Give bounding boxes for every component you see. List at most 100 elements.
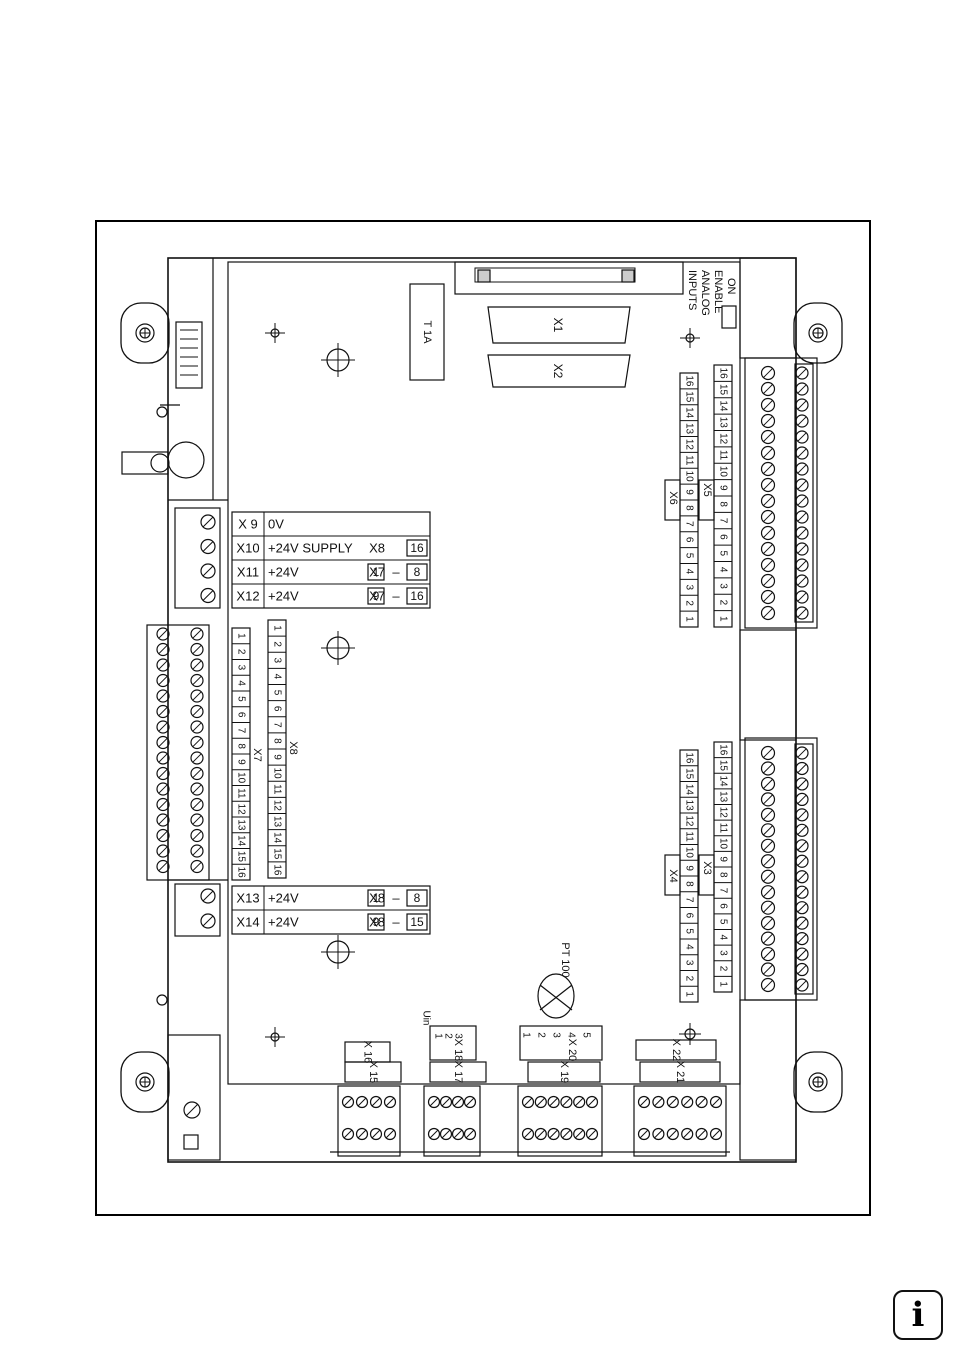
- screw-slot: [797, 918, 807, 928]
- ground-stud-washer: [167, 441, 205, 479]
- pt100-sensor: [537, 973, 575, 1019]
- info-glyph: i: [911, 1295, 925, 1335]
- screw-slot: [763, 918, 773, 929]
- screw-slot: [192, 768, 202, 779]
- supply-table-dash: –: [392, 589, 400, 604]
- label-uin: Uin: [421, 1010, 432, 1025]
- supply-table-target: X8: [369, 541, 385, 556]
- bottom-terminal-x21-x22-screw: [695, 1095, 708, 1109]
- label-on: ON: [725, 278, 737, 295]
- x8-pin-column-pin: 13: [272, 816, 283, 828]
- x3-pin-column-pin: 14: [718, 776, 729, 788]
- screw-slot: [797, 964, 807, 975]
- label-analog: ANALOG: [699, 270, 711, 316]
- x5-label-box: [698, 479, 715, 521]
- fuse-label: T 1A: [421, 320, 433, 344]
- screw-slot: [797, 763, 807, 774]
- screw-slot: [587, 1129, 597, 1139]
- x4-pin-column-pin: 14: [684, 784, 695, 796]
- screw-slot: [763, 964, 773, 975]
- ribbon-latch: [621, 269, 635, 283]
- supply-table-2-desc: +24V: [268, 915, 299, 930]
- terminal-strip-x5-x6-screw: [760, 445, 776, 461]
- x6-pin-column-pin: 13: [684, 423, 695, 435]
- x8-pin-column-pin: 9: [272, 754, 283, 760]
- bottom-terminal-x21-x22-screw: [681, 1095, 694, 1109]
- screw-slot: [192, 830, 202, 841]
- terminal-strip-x5-x6-screw: [795, 382, 809, 396]
- x5-pin-column-pin: 3: [718, 583, 729, 589]
- board-outline: [167, 257, 797, 1163]
- screw-slot: [158, 861, 168, 872]
- x20-pin: 5: [581, 1032, 592, 1038]
- x7-x8-screw: [190, 642, 204, 657]
- x6-pin-column-pin: 2: [684, 600, 695, 606]
- bottom-terminal-x19-x20-screw: [547, 1127, 560, 1141]
- screw-slot: [697, 1129, 706, 1139]
- bottom-terminal-x21-x22-screw: [666, 1127, 679, 1141]
- bottom-terminal-x19-x20: [517, 1085, 603, 1157]
- supply-table-conn: X10: [236, 541, 259, 556]
- terminal-strip-x3-x4-screw: [760, 946, 776, 962]
- label-x16-box: [344, 1041, 391, 1063]
- screw-slot: [574, 1129, 584, 1139]
- terminal-strip-x3-x4-screw: [760, 931, 776, 946]
- x3-pin-column-pin: 5: [718, 919, 729, 925]
- x5-pin-column-pin: 1: [718, 616, 729, 622]
- screw-slot: [763, 544, 773, 554]
- terminal-strip-x3-x4-screw: [795, 978, 809, 992]
- screw-slot: [797, 748, 807, 758]
- terminal-strip-x5-x6-screw: [760, 397, 776, 413]
- terminal-strip-x3-x4-screw: [760, 745, 776, 761]
- screw-slot: [797, 560, 807, 570]
- bottom-terminal-x15-x16-screw: [355, 1127, 369, 1141]
- screw-slot: [763, 856, 773, 867]
- x7-x8-screw: [190, 673, 204, 688]
- x4-pin-column-pin: 9: [684, 865, 695, 871]
- terminal-strip-x5-x6-screw: [795, 430, 809, 444]
- left-connector-block: [175, 321, 203, 389]
- x7-x8-screw: [156, 751, 170, 765]
- screw-slot: [192, 675, 202, 686]
- screw-slot: [797, 841, 807, 851]
- x7-x8-screw: [156, 844, 170, 858]
- terminal-strip-x3-x4-screw: [795, 870, 809, 884]
- screw-slot: [682, 1129, 692, 1139]
- terminal-strip-x3-x4-screw: [760, 823, 776, 838]
- supply-table-desc: +24V: [268, 589, 299, 604]
- supply-table-conn: X 9: [238, 517, 258, 532]
- label-x21-box: [639, 1061, 721, 1083]
- screw-slot: [192, 815, 202, 825]
- x7-pin-column-pin: 1: [236, 633, 247, 639]
- terminal-strip-x5-x6-screw: [795, 526, 809, 540]
- screw-slot: [763, 576, 773, 586]
- screw-slot: [562, 1097, 571, 1107]
- screw-slot: [763, 825, 773, 836]
- x7-x8-screw: [156, 720, 170, 734]
- terminal-strip-x5-x6-screw: [795, 542, 809, 556]
- x8-pin-column-pin: 10: [272, 768, 283, 780]
- terminal-strip-x5-x6-screw: [795, 478, 809, 492]
- x7-x8-screw: [190, 658, 204, 672]
- screw-slot: [158, 784, 168, 794]
- x7-pin-column-pin: 9: [236, 759, 247, 765]
- label-x19-box: [527, 1061, 601, 1083]
- x3-pin-column-pin: 3: [718, 950, 729, 956]
- x4-pin-column-pin: 11: [684, 831, 695, 842]
- bottom-terminal-x21-x22-screw: [709, 1095, 723, 1109]
- screw-slot: [158, 722, 168, 732]
- bottom-terminal-x15-x16-screw: [369, 1127, 383, 1141]
- screw-slot: [763, 809, 773, 820]
- supply-table-target: X7: [369, 589, 385, 604]
- screw-slot: [158, 737, 168, 748]
- terminal-strip-x5-x6-screw: [760, 605, 776, 621]
- screw-slot: [536, 1097, 546, 1107]
- screw-slot: [763, 432, 773, 442]
- supply-table-from: 9: [373, 589, 380, 603]
- screw-slot: [668, 1129, 678, 1139]
- screw-slot: [385, 1129, 395, 1139]
- supply-table-2-conn: X13: [236, 891, 259, 906]
- supply-table-2-dash: –: [392, 915, 400, 930]
- screw-slot: [763, 464, 773, 474]
- supply-table-2-to-box: [406, 913, 428, 931]
